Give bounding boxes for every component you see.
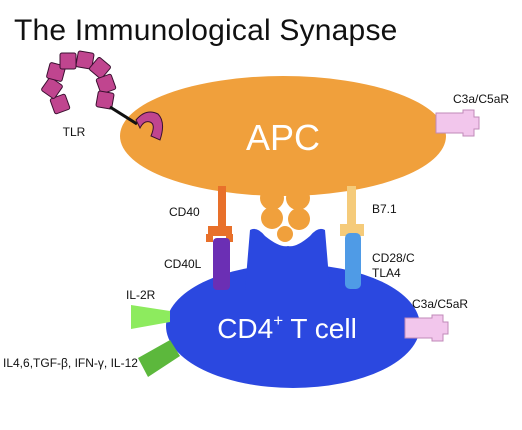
mhc-cluster [260, 186, 310, 242]
cd40-label: CD40 [169, 205, 200, 219]
cd40l-label: CD40L [164, 257, 202, 271]
cd40l-ligand [213, 238, 230, 290]
cytokine-receptor [138, 340, 180, 377]
tlr-label: TLR [63, 125, 86, 139]
tlr-stalk [109, 105, 138, 126]
t-cell-label-superscript: + [273, 311, 283, 330]
t-cell-label: CD4+ T cell [217, 311, 357, 344]
tlr-segment-group [41, 50, 117, 115]
tlr-receptor [41, 50, 164, 141]
t-cell-body [166, 264, 420, 388]
t-cell-label-main: CD4 [217, 313, 273, 344]
apc-body [120, 76, 446, 196]
page-title: The Immunological Synapse [14, 14, 398, 47]
il2r-receptor [131, 305, 170, 329]
t-cell [166, 228, 420, 388]
cytokines-label: IL4,6,TGF-β, IFN-γ, IL-12 [3, 356, 138, 370]
b71-receptor [340, 186, 364, 236]
c3a-receptor-top [435, 109, 480, 137]
c3a-receptor-bottom [404, 314, 449, 342]
tlr-hook [135, 111, 164, 141]
cd28-receptor [345, 233, 361, 289]
cd28-label-line2: TLA4 [372, 266, 401, 280]
c3a-bottom-label: C3a/C5aR [412, 297, 468, 311]
cd28-label-line1: CD28/C [372, 251, 415, 265]
b71-label: B7.1 [372, 202, 397, 216]
cd40-receptor [206, 186, 233, 242]
t-cell-label-suffix: T cell [283, 313, 357, 344]
apc-label: APC [246, 117, 320, 158]
c3a-top-label: C3a/C5aR [453, 92, 509, 106]
tcr-projection [245, 228, 330, 290]
il2r-label: IL-2R [126, 288, 156, 302]
